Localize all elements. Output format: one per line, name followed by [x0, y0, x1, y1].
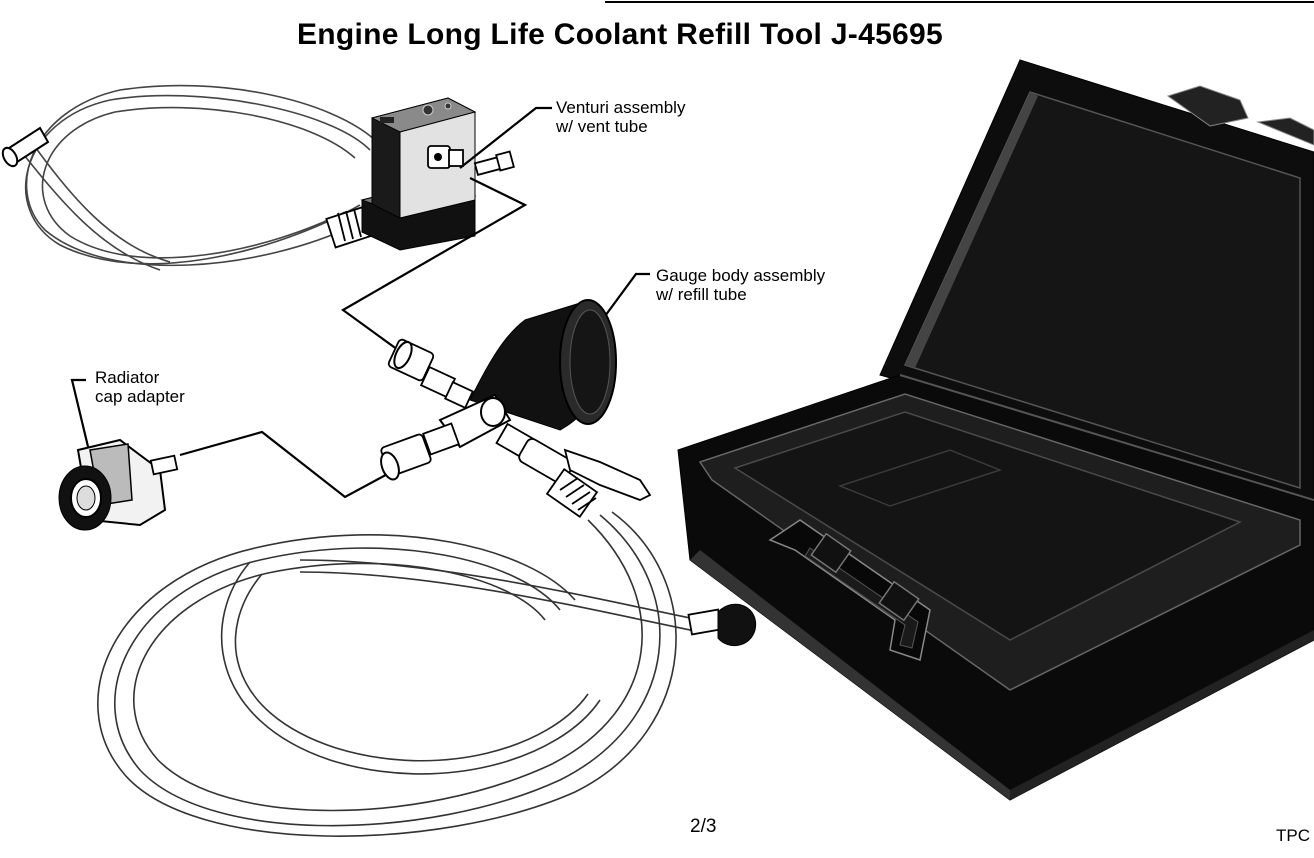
gauge-body-assembly-label: Gauge body assembly w/ refill tube [656, 266, 826, 304]
radiator-cap-adapter-label: Radiator cap adapter [95, 368, 185, 406]
page-number: 2/3 [690, 816, 717, 837]
gauge-body-assembly [380, 299, 652, 519]
refill-tube-end [687, 603, 757, 646]
venturi-assembly-label: Venturi assembly w/ vent tube [556, 98, 686, 136]
radiator-cap-adapter [58, 438, 179, 531]
vent-hose-coil [19, 84, 376, 271]
venturi-assembly [325, 97, 515, 251]
leader-lines [70, 106, 650, 499]
vent-hose-end [1, 126, 50, 168]
figure-code: TPC [1276, 826, 1310, 845]
page-title: Engine Long Life Coolant Refill Tool J-4… [296, 18, 944, 51]
carrying-case [677, 59, 1314, 801]
refill-hose-coil [97, 511, 701, 837]
